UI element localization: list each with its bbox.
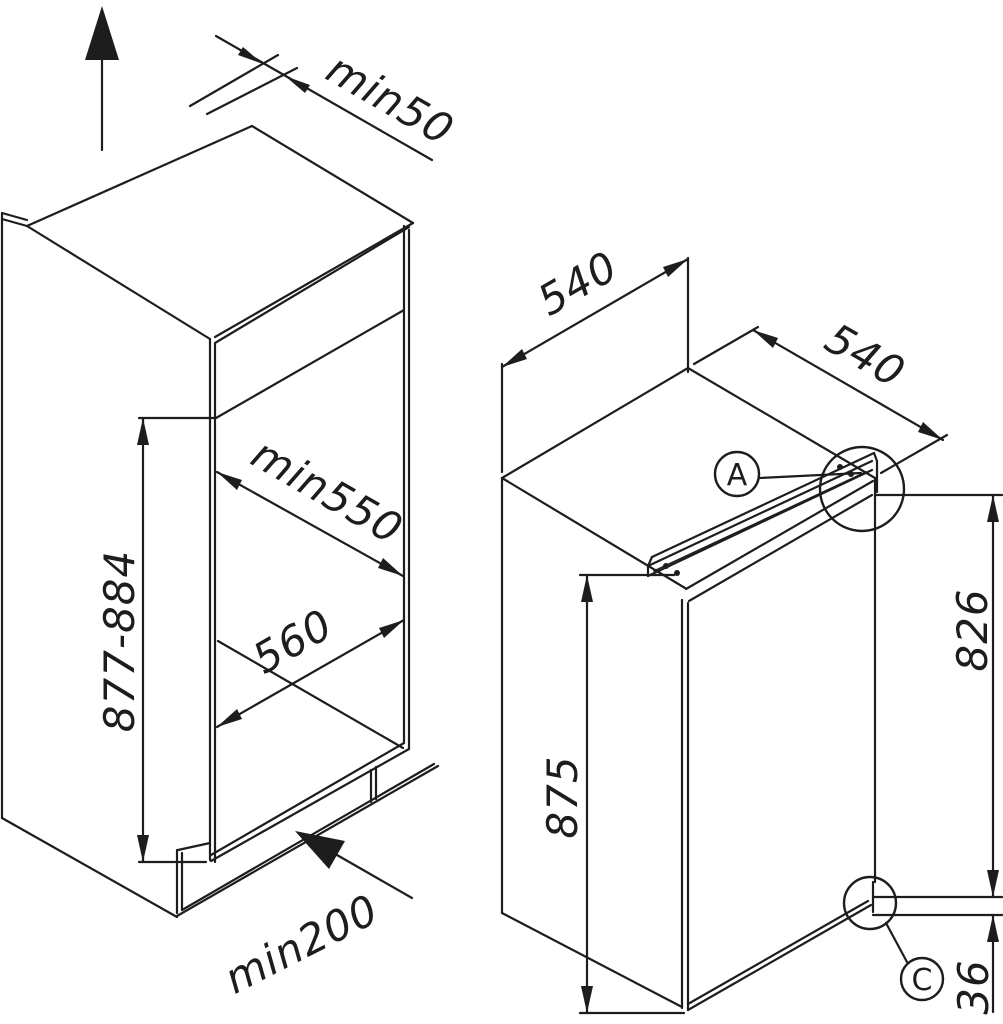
- dim-niche-height: 877-884: [95, 416, 216, 864]
- detail-circle-bottom-corner: [842, 875, 898, 931]
- rail-screw-dot: [837, 464, 843, 470]
- dim-min200-label: min200: [217, 885, 387, 1004]
- callout-a: A: [713, 450, 863, 498]
- appliance-top-face: [500, 366, 877, 591]
- dim-877-884-label: 877-884: [95, 550, 144, 733]
- dim-min550-label: min550: [243, 429, 411, 554]
- cabinet-top-face: [25, 124, 415, 345]
- dim-top-clearance: min50: [188, 34, 462, 162]
- dim-base-recess: 36: [871, 913, 1003, 1015]
- dim-min50-label: min50: [318, 44, 462, 155]
- wall-panel: [0, 211, 179, 919]
- detail-circle-top-corner: [818, 445, 906, 533]
- callout-c-label: C: [912, 963, 933, 998]
- dim-875-label: 875: [538, 755, 587, 838]
- dim-height-rear: 826: [871, 493, 1003, 899]
- dim-depth-top: 540: [500, 241, 690, 474]
- dim-560-label: 560: [244, 599, 341, 683]
- callout-c-circle: [899, 956, 945, 1002]
- appliance-view: 540 540 875 826: [500, 241, 1003, 1015]
- fixing-rail: [646, 451, 879, 578]
- dim-height-front: 875: [538, 573, 686, 1015]
- dim-ventilation: min200: [217, 831, 414, 1004]
- callout-a-circle: [713, 450, 761, 498]
- dim-540-left-label: 540: [529, 241, 626, 325]
- dim-niche-width: 560: [215, 599, 406, 729]
- rail-screw-dot: [674, 570, 680, 576]
- dim-540-right-label: 540: [817, 313, 914, 397]
- callout-c: C: [884, 921, 945, 1002]
- dim-36-label: 36: [949, 959, 998, 1014]
- dim-826-label: 826: [948, 588, 997, 671]
- callout-a-label: A: [727, 458, 748, 493]
- rail-screw-dot: [663, 563, 669, 569]
- niche-view: min50: [0, 6, 462, 1004]
- airflow-up-arrow-icon: [85, 6, 119, 152]
- appliance-door: [680, 493, 874, 1012]
- dim-niche-depth: min550: [215, 429, 411, 578]
